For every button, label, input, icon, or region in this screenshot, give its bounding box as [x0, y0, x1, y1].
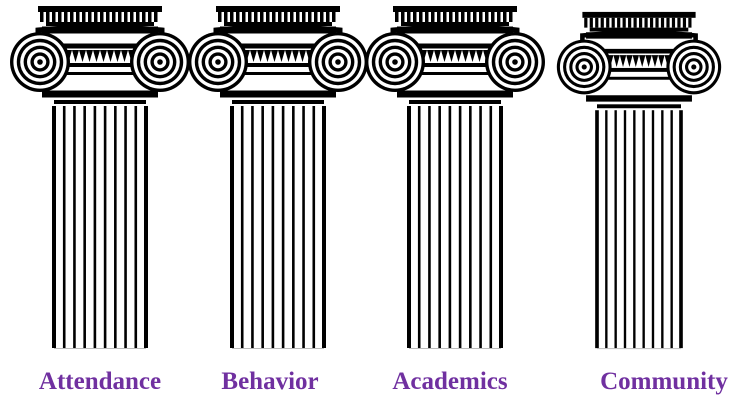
- ionic-column-icon: [186, 0, 370, 356]
- pillar-label-behavior: Behavior: [221, 368, 318, 396]
- pillar-community: [555, 6, 723, 356]
- pillar-label-community: Community: [600, 368, 728, 396]
- ionic-column-icon: [8, 0, 192, 356]
- ionic-column-icon: [555, 6, 723, 356]
- ionic-column-icon: [363, 0, 547, 356]
- pillar-behavior: [186, 0, 370, 356]
- pillar-academics: [363, 0, 547, 356]
- pillar-label-attendance: Attendance: [39, 368, 161, 396]
- pillar-attendance: [8, 0, 192, 356]
- pillar-label-academics: Academics: [392, 368, 507, 396]
